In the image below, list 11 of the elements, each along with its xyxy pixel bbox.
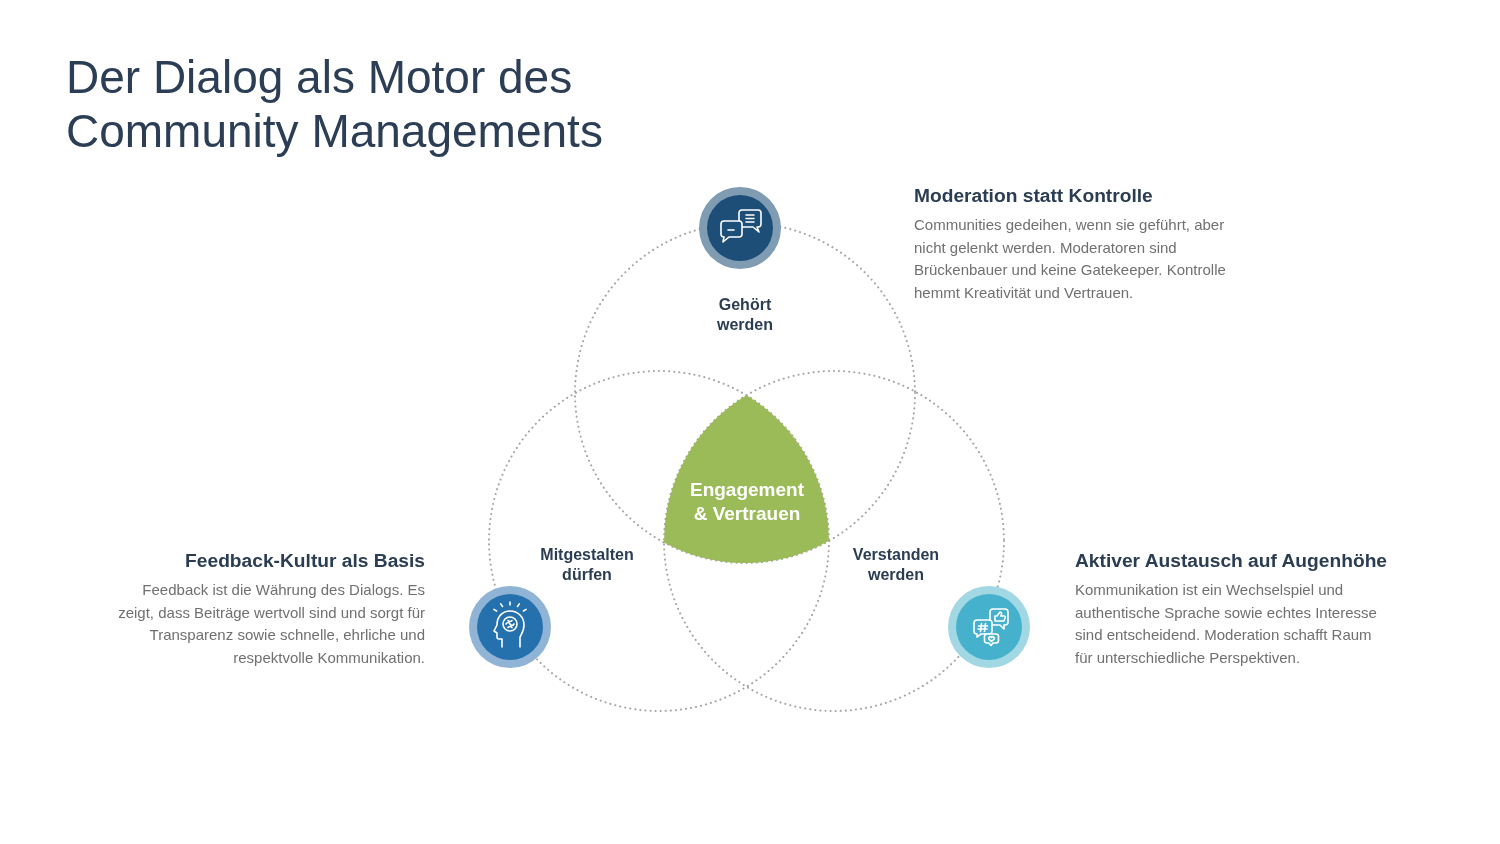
section-heading: Moderation statt Kontrolle [914, 184, 1153, 208]
region-label: Verstanden werden [852, 545, 940, 585]
section-text: Feedback ist die Währung des Dialogs. Es zeigt, dass Beiträge wertvoll sind und sorgt für Transparenz sowie schnelle, ehrliche und respektvolle Kommunikation. [117, 580, 425, 668]
section-heading: Feedback-Kultur als Basis [185, 549, 425, 573]
section-text: Communities gedeihen, wenn sie geführt, aber nicht gelenkt werden. Moderatoren sind Brückenbauer und keine Gatekeeper. Kontrolle hemmt Kreativität und Vertrauen. [914, 215, 1227, 303]
region-label: Mitgestalten dürfen [540, 545, 634, 585]
region-label: Gehört werden [717, 295, 773, 335]
slide-title: Der Dialog als Motor des Community Managements [66, 50, 604, 158]
section-heading: Aktiver Austausch auf Augenhöhe [1075, 549, 1388, 573]
section-text: Kommunikation ist ein Wechselspiel und authentische Sprache sowie echtes Interesse sind entscheidend. Moderation schafft Raum für unterschiedliche Perspektiven. [1075, 580, 1378, 668]
center-label: Engagement & Vertrauen [689, 478, 805, 526]
